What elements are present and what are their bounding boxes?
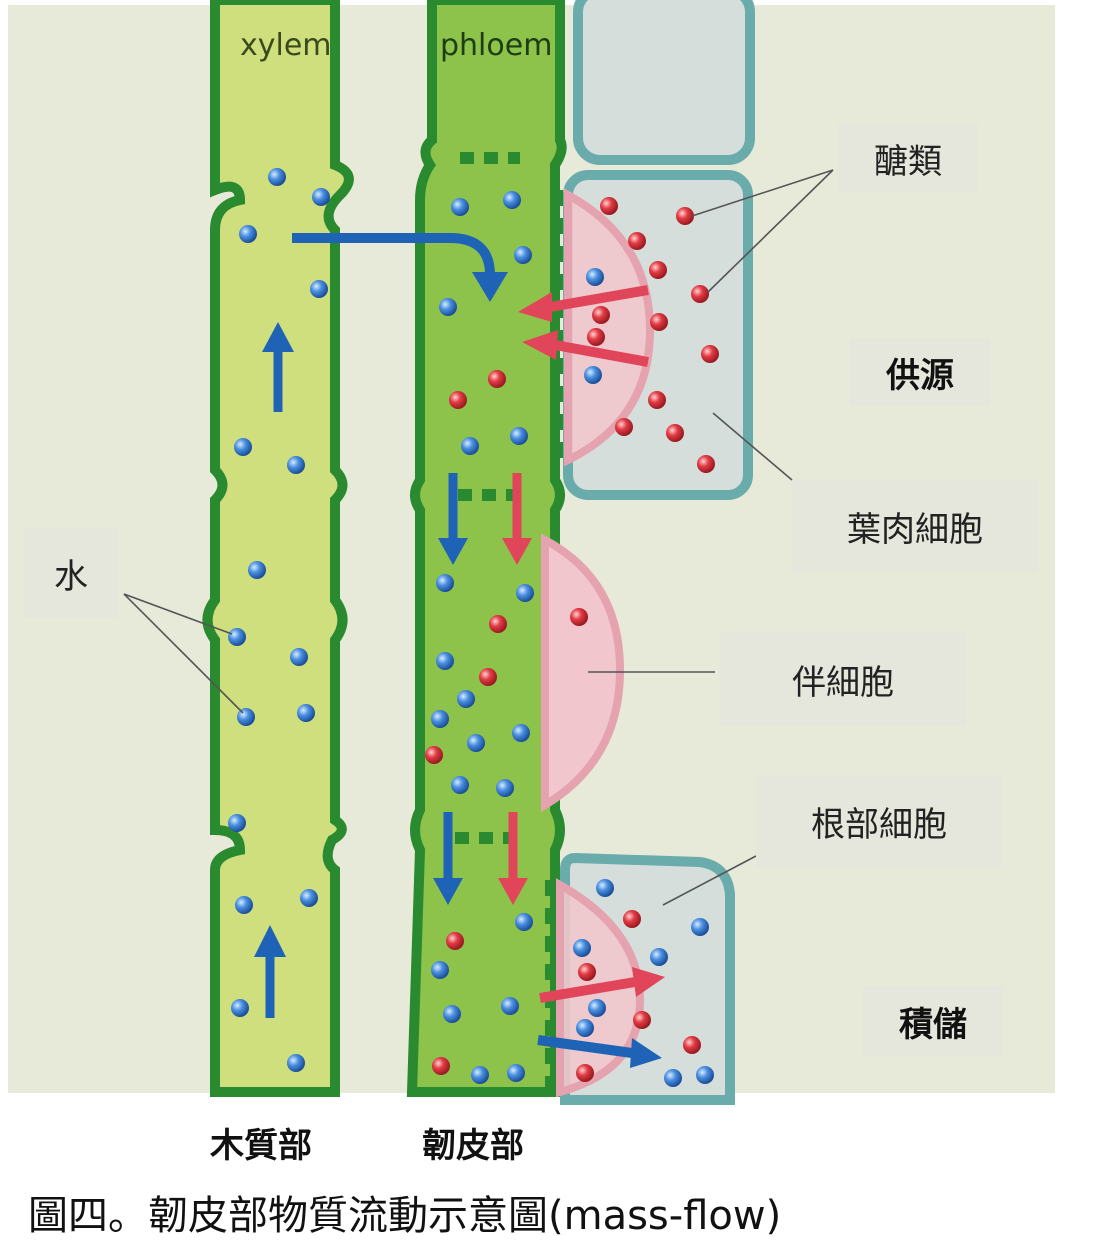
sieve-plates	[455, 152, 520, 844]
upper-cell	[573, 0, 755, 165]
sugar-molecules	[425, 197, 719, 1082]
figure-caption: 圖四。韌皮部物質流動示意圖(mass-flow)	[28, 1193, 782, 1239]
xylem-name: 木質部	[210, 1126, 312, 1166]
companion-cell-middle	[541, 533, 625, 813]
water-callout: 水	[24, 528, 118, 618]
companion-callout: 伴細胞	[720, 632, 966, 726]
xylem-column	[202, 0, 354, 1097]
flow-arrows	[254, 233, 665, 1068]
root-callout: 根部細胞	[756, 775, 1002, 867]
leader-lines	[123, 169, 834, 906]
phloem-name: 韌皮部	[422, 1126, 524, 1166]
sugar-callout: 醣類	[838, 124, 978, 192]
xylem-label: xylem	[240, 28, 332, 63]
companion-cell-source	[564, 188, 655, 467]
sink-callout: 積儲	[863, 986, 1003, 1056]
mesophyll-callout: 葉肉細胞	[792, 480, 1038, 572]
water-molecules	[228, 168, 714, 1087]
source-callout: 供源	[850, 338, 990, 406]
phloem-label: phloem	[440, 28, 552, 63]
